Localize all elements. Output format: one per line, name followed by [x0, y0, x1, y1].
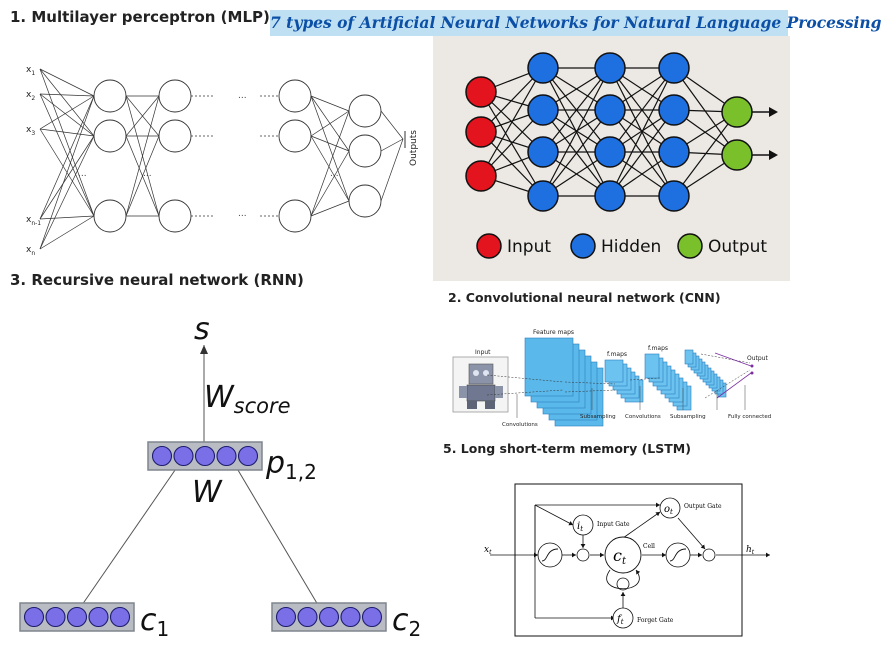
mlp-outputs-label: Outputs — [409, 130, 419, 166]
mlp-input-label: xn — [26, 245, 35, 257]
output-neuron — [721, 96, 753, 128]
cnn-fully-connected-label: Fully connected — [728, 414, 771, 420]
lstm-ft-label: ft — [616, 614, 624, 626]
mlp-neuron — [278, 119, 312, 153]
mlp-neuron — [158, 79, 192, 113]
mlp-ellipsis: ... — [143, 169, 152, 179]
input-neuron — [465, 76, 497, 108]
mlp-ellipsis: ... — [78, 169, 87, 179]
cnn-feature-maps-label: Feature maps — [533, 329, 574, 336]
lstm-input-multiply — [576, 548, 590, 562]
legend-hidden-dot — [570, 233, 596, 259]
mlp-neuron — [278, 79, 312, 113]
rnn-c2-label: c2 — [392, 603, 421, 641]
rnn-title: 3. Recursive neural network (RNN) — [10, 271, 304, 289]
lstm-output-gate-label: Output Gate — [684, 503, 722, 510]
mlp-ellipsis: ... — [330, 169, 339, 179]
hidden-neuron — [594, 180, 626, 212]
rnn-diagram: s Wscore W p1,2 c1 c2 — [19, 312, 421, 641]
mlp-neuron — [158, 119, 192, 153]
legend-hidden-label: Hidden — [601, 237, 661, 257]
mlp-ellipsis: ... — [238, 91, 247, 101]
input-neuron — [465, 116, 497, 148]
rnn-wscore-label: Wscore — [204, 380, 291, 418]
hidden-neuron — [594, 136, 626, 168]
mlp-neuron — [93, 199, 127, 233]
rnn-c1-vector — [19, 602, 135, 632]
network-legend: Input Hidden Output — [476, 233, 767, 259]
lstm-forget-gate-label: Forget Gate — [637, 617, 674, 624]
mlp-diagram: x1 x2 x3 xn-1 xn............... Outputs — [26, 65, 419, 257]
lstm-xt-label: xt — [484, 545, 492, 556]
cnn-subsampling-label-1: Subsampling — [580, 414, 616, 420]
output-neuron — [721, 139, 753, 171]
cnn-diagram: Input Feature maps f.maps f.maps Output … — [452, 329, 771, 428]
rnn-parent-vector — [147, 441, 263, 471]
lstm-input-gate-label: Input Gate — [597, 521, 630, 528]
mlp-neuron — [93, 119, 127, 153]
hidden-neuron — [594, 52, 626, 84]
legend-output-dot — [677, 233, 703, 259]
cnn-convolutions-label-2: Convolutions — [625, 414, 661, 420]
mlp-neuron — [93, 79, 127, 113]
mlp-input-label: x2 — [26, 90, 35, 102]
lstm-input-sigmoid — [537, 542, 563, 568]
lstm-input-gate — [572, 514, 594, 536]
cnn-fmaps-label-1: f.maps — [607, 351, 627, 358]
hidden-neuron — [527, 94, 559, 126]
cnn-convolutions-label-1: Convolutions — [502, 422, 538, 428]
legend-input-dot — [476, 233, 502, 259]
legend-input-label: Input — [507, 237, 551, 257]
lstm-forget-gate — [612, 607, 634, 629]
lstm-output-multiply — [702, 548, 716, 562]
hidden-neuron — [658, 52, 690, 84]
mlp-neuron — [348, 94, 382, 128]
legend-output-label: Output — [708, 237, 767, 257]
rnn-c1-label: c1 — [140, 603, 169, 641]
hidden-neuron — [527, 136, 559, 168]
mlp-neuron — [278, 199, 312, 233]
rnn-c2-vector — [271, 602, 387, 632]
lstm-ct-label: ct — [613, 546, 627, 567]
rnn-s-label: s — [194, 312, 210, 347]
cnn-output-label: Output — [747, 355, 768, 362]
hidden-neuron — [658, 136, 690, 168]
mlp-neuron — [348, 134, 382, 168]
hidden-neuron — [658, 180, 690, 212]
mlp-input-label: x1 — [26, 65, 35, 77]
lstm-frame — [514, 483, 743, 637]
generic-network-diagram: Input Hidden Output — [433, 36, 790, 281]
hidden-neuron — [594, 94, 626, 126]
cnn-input-label: Input — [475, 349, 491, 356]
lstm-diagram: it Input Gate ot Output Gate ft Forget G… — [484, 483, 770, 637]
hidden-neuron — [527, 52, 559, 84]
lstm-output-sigmoid — [665, 542, 691, 568]
lstm-output-gate — [659, 497, 681, 519]
lstm-ht-label: ht — [746, 545, 755, 556]
hidden-neuron — [658, 94, 690, 126]
mlp-neuron — [348, 184, 382, 218]
hidden-neuron — [527, 180, 559, 212]
robot-input-image — [452, 356, 509, 413]
lstm-ot-label: ot — [664, 504, 673, 516]
lstm-it-label: it — [577, 521, 583, 533]
mlp-input-label: x3 — [26, 125, 35, 137]
cnn-title: 2. Convolutional neural network (CNN) — [448, 290, 721, 305]
cnn-subsampling-label-2: Subsampling — [670, 414, 706, 420]
mlp-input-label: xn-1 — [26, 215, 41, 227]
rnn-w-label: W — [192, 475, 223, 510]
banner-title: 7 types of Artificial Neural Networks fo… — [270, 10, 882, 36]
mlp-neuron — [158, 199, 192, 233]
rnn-p-label: p1,2 — [265, 446, 317, 484]
lstm-cell-label: Cell — [643, 543, 655, 550]
cnn-fmaps-label-2: f.maps — [648, 345, 668, 352]
mlp-ellipsis: ... — [238, 209, 247, 219]
lstm-forget-multiply — [616, 577, 630, 591]
input-neuron — [465, 160, 497, 192]
lstm-title: 5. Long short-term memory (LSTM) — [443, 441, 691, 456]
mlp-title: 1. Multilayer perceptron (MLP) — [10, 8, 270, 26]
lstm-cell — [604, 536, 642, 574]
